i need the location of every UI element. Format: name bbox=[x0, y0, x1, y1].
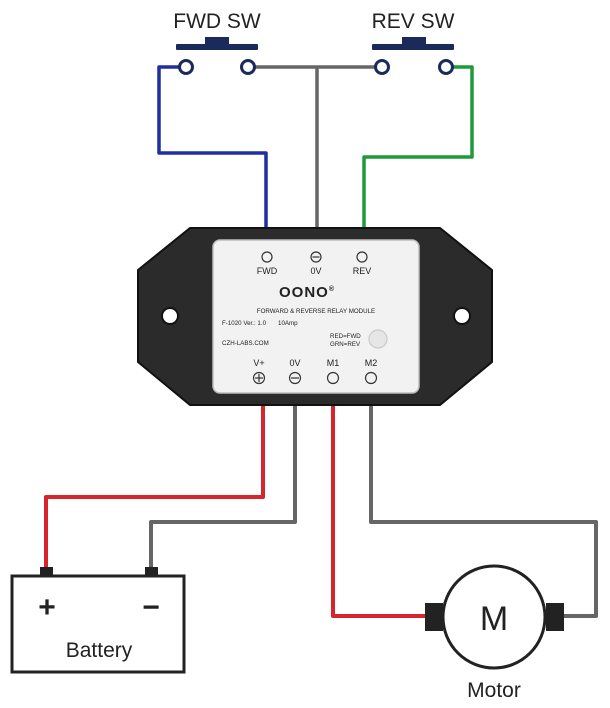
rev-switch-label: REV SW bbox=[372, 10, 455, 33]
module-label-panel bbox=[212, 239, 420, 394]
brand-name: OONO bbox=[279, 284, 329, 301]
motor-m2-wire bbox=[369, 400, 598, 618]
battery-negative-post bbox=[145, 567, 158, 578]
module-title: FORWARD & REVERSE RELAY MODULE bbox=[257, 308, 375, 315]
fwd-switch: FWD SW bbox=[173, 10, 261, 75]
battery: + − Battery bbox=[10, 567, 186, 674]
brand-mark: ® bbox=[329, 285, 335, 293]
vplus-output-label: V+ bbox=[253, 358, 264, 368]
fwd-switch-label: FWD SW bbox=[173, 10, 261, 33]
fwd-wire bbox=[157, 65, 268, 233]
0v-output-terminal bbox=[288, 371, 302, 385]
battery-body bbox=[10, 574, 186, 674]
rev-switch-contact-right bbox=[438, 59, 454, 75]
fwd-switch-contact-left bbox=[178, 59, 194, 75]
relay-module: FWD 0V REV OONO® FORWARD & REVERSE RELAY… bbox=[137, 227, 493, 406]
led-legend-green: GRN=REV bbox=[330, 341, 361, 348]
fwd-input-terminal bbox=[261, 251, 273, 263]
battery-negative-wire bbox=[149, 400, 297, 572]
battery-positive-wire bbox=[44, 400, 265, 572]
module-brand: OONO® bbox=[279, 284, 335, 301]
wires bbox=[44, 65, 598, 618]
module-website: CZH-LABS.COM bbox=[222, 340, 269, 347]
rev-wire bbox=[362, 65, 474, 233]
rev-switch-contact-left bbox=[374, 59, 390, 75]
battery-positive-sign: + bbox=[38, 591, 56, 624]
motor-symbol: M bbox=[480, 600, 508, 638]
rev-switch: REV SW bbox=[372, 10, 455, 75]
motor: M Motor bbox=[425, 564, 564, 702]
battery-positive-post bbox=[40, 567, 53, 578]
0v-output-label: 0V bbox=[289, 358, 300, 368]
module-model: F-1020 Ver.: 1.0 bbox=[222, 320, 267, 327]
motor-label: Motor bbox=[467, 679, 521, 702]
mounting-hole-left bbox=[161, 307, 179, 325]
rev-input-label: REV bbox=[353, 266, 372, 276]
vplus-output-terminal bbox=[252, 371, 266, 385]
motor-terminal-left bbox=[425, 603, 443, 631]
0v-input-label: 0V bbox=[310, 266, 321, 276]
battery-negative-sign: − bbox=[142, 591, 160, 624]
fwd-switch-contact-right bbox=[240, 59, 256, 75]
status-led bbox=[368, 329, 388, 349]
rev-input-terminal bbox=[356, 251, 368, 263]
battery-label: Battery bbox=[66, 639, 133, 662]
rev-switch-button bbox=[402, 37, 426, 45]
0v-input-terminal bbox=[310, 251, 322, 263]
rev-switch-bar bbox=[372, 44, 454, 50]
fwd-input-label: FWD bbox=[257, 266, 278, 276]
m1-output-terminal bbox=[326, 371, 340, 385]
led-legend-red: RED=FWD bbox=[330, 333, 361, 340]
motor-terminal-right bbox=[546, 603, 564, 631]
module-rating: 10Amp bbox=[278, 320, 298, 327]
fwd-switch-bar bbox=[176, 44, 258, 50]
motor-m1-wire bbox=[331, 400, 426, 618]
motor-body bbox=[441, 564, 547, 670]
m1-output-label: M1 bbox=[327, 358, 340, 368]
m2-output-terminal bbox=[364, 371, 378, 385]
fwd-switch-button bbox=[205, 37, 229, 45]
mounting-hole-right bbox=[453, 307, 471, 325]
m2-output-label: M2 bbox=[365, 358, 378, 368]
